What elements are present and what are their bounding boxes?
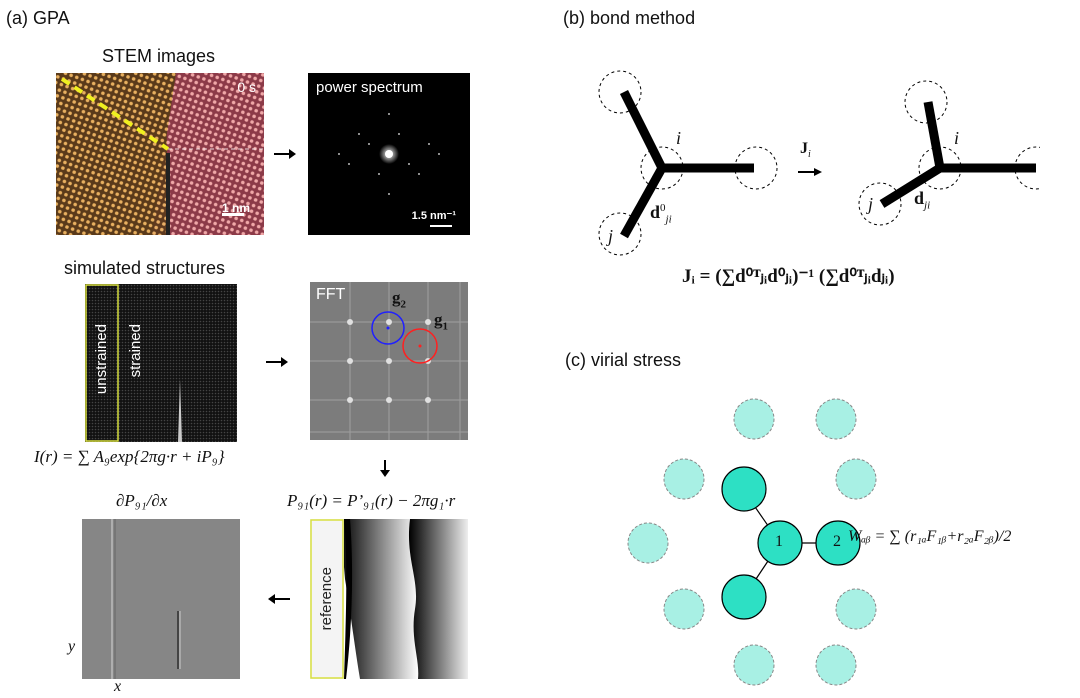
d0-sup: 0	[660, 202, 666, 214]
J-letter: J	[800, 140, 808, 157]
g1-label: g1	[434, 310, 448, 332]
g2-label: g2	[392, 288, 406, 310]
panel-a-title: (a) GPA	[6, 8, 70, 28]
phase-map-image: reference	[310, 519, 468, 679]
axis-y-label: y	[68, 638, 76, 655]
fft-label: FFT	[316, 286, 346, 303]
bond-j-label-2: j	[868, 194, 874, 214]
panel-b-title: (b) bond method	[563, 8, 696, 28]
bond-diagram: i j d0ji Ji i j dji	[580, 60, 1058, 280]
derivative-title: ∂P₉₁/∂x	[116, 491, 168, 510]
strained-label: strained	[127, 324, 144, 378]
bond-J-label: Ji	[800, 140, 811, 160]
phase-equation: P₉₁(r) = P’₉₁(r) − 2πg₁·r	[287, 491, 456, 510]
bond-d0-label: d0ji	[650, 202, 672, 226]
bond-equation: Jᵢ = (∑d⁰ᵀⱼᵢd⁰ⱼᵢ)⁻¹ (∑d⁰ᵀⱼᵢdⱼᵢ)	[682, 266, 895, 287]
reference-label: reference	[318, 567, 335, 631]
power-spectrum-image: power spectrum 1.5 nm⁻¹	[308, 73, 470, 235]
power-spectrum-scale: 1.5 nm⁻¹	[411, 210, 456, 222]
g2-sub: 2	[400, 298, 407, 311]
arrow-fft-to-phase	[380, 460, 390, 477]
g2-letter: g	[392, 288, 401, 307]
J-sub: i	[808, 149, 811, 161]
stem-image: 0 s 1 nm	[56, 73, 264, 235]
power-spectrum-title: power spectrum	[316, 79, 423, 96]
d0-letter: d	[650, 202, 661, 222]
unstrained-label: unstrained	[93, 324, 110, 395]
derivative-map-image	[82, 519, 240, 679]
bond-j-label-1: j	[608, 226, 614, 246]
arrow-stem-to-spectrum	[274, 149, 296, 159]
virial-diagram: 1 2	[620, 395, 880, 687]
fft-image: FFT g2 g1	[310, 282, 468, 440]
arrow-phase-to-derivative	[268, 594, 290, 604]
virial-equation: Wₐᵦ = ∑ (r₁ₐF₁ᵦ+r₂ₐF₂ᵦ)/2	[848, 528, 1012, 545]
panel-c-title: (c) virial stress	[565, 350, 681, 370]
atom-1-label: 1	[775, 533, 783, 550]
g1-letter: g	[434, 310, 443, 329]
simulated-structure-image: unstrained strained	[85, 284, 237, 442]
d0-sub: ji	[665, 213, 672, 226]
stem-scale-label: 1 nm	[221, 201, 250, 215]
d-letter: d	[914, 188, 925, 208]
d-sub: ji	[924, 199, 931, 212]
intensity-equation: I(r) = ∑ A₉exp{2πg·r + iP₉}	[34, 447, 225, 466]
g1-sub: 1	[442, 320, 449, 333]
bond-i-label-2: i	[954, 128, 960, 148]
stem-time-label: 0 s	[237, 79, 256, 95]
simulated-structures-title: simulated structures	[64, 258, 226, 278]
bond-i-label-1: i	[676, 128, 682, 148]
arrow-sim-to-fft	[266, 357, 288, 367]
stem-images-title: STEM images	[102, 46, 216, 66]
bond-d-label: dji	[914, 188, 930, 212]
atom-2-label: 2	[833, 533, 841, 550]
axis-x-label: x	[114, 678, 122, 695]
